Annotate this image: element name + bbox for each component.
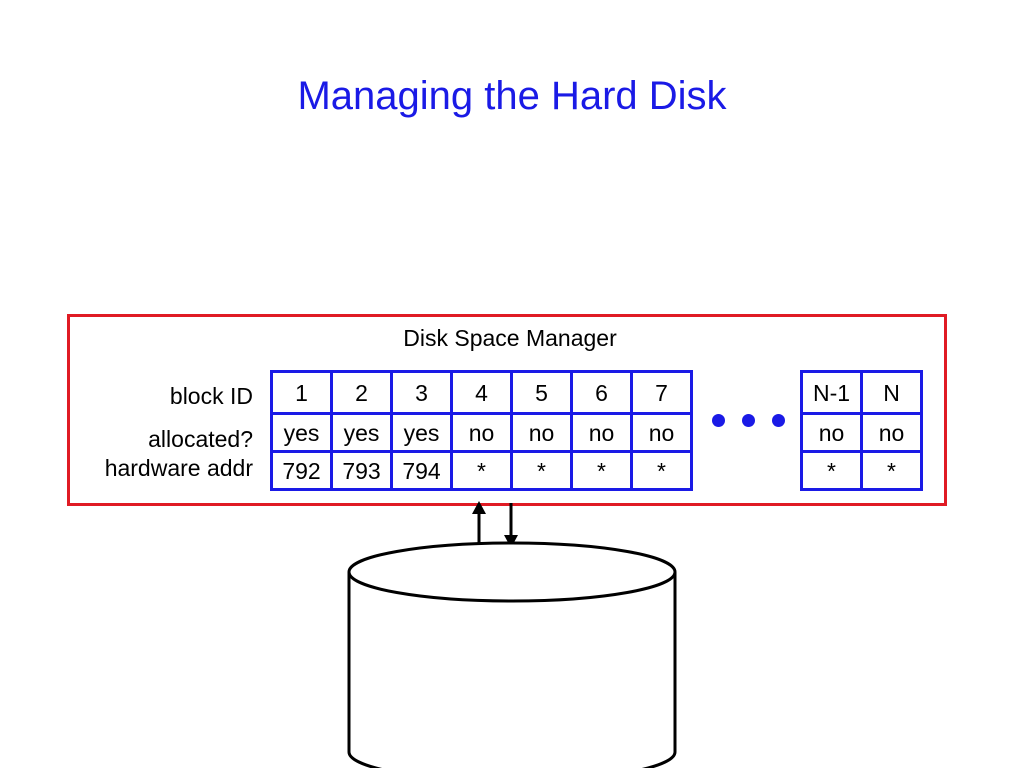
disk-space-manager-label: Disk Space Manager [403,325,617,351]
disk-space-manager-box [67,314,947,506]
row-label-allocated: allocated? [148,426,253,452]
hardware-addr-cell: * [630,450,693,491]
hardware-addr-cell: 793 [330,450,393,491]
row-label-block-id: block ID [169,383,253,409]
hardware-addr-cell: * [510,450,573,491]
allocated-cell: no [510,412,573,453]
allocated-cell: no [800,412,863,453]
hardware-addr-cell: 794 [390,450,453,491]
hardware-addr-cell: * [860,450,923,491]
allocated-cell: no [570,412,633,453]
disk-cylinder-icon [347,541,677,768]
page-title: Managing the Hard Disk [297,74,727,118]
ellipsis-dots [708,414,788,430]
hardware-addr-cell: 792 [270,450,333,491]
ellipsis-dot [772,414,785,427]
hardware-addr-cell: * [450,450,513,491]
block-id-cell: N-1 [800,370,863,415]
ellipsis-dot [712,414,725,427]
row-label-hardware-addr: hardware addr [104,455,253,481]
allocated-cell: no [860,412,923,453]
block-id-cell: 5 [510,370,573,415]
block-id-cell: 6 [570,370,633,415]
ellipsis-dot [742,414,755,427]
up-down-arrows-icon [472,501,518,548]
allocated-cell: yes [270,412,333,453]
allocated-cell: yes [330,412,393,453]
hardware-addr-cell: * [570,450,633,491]
